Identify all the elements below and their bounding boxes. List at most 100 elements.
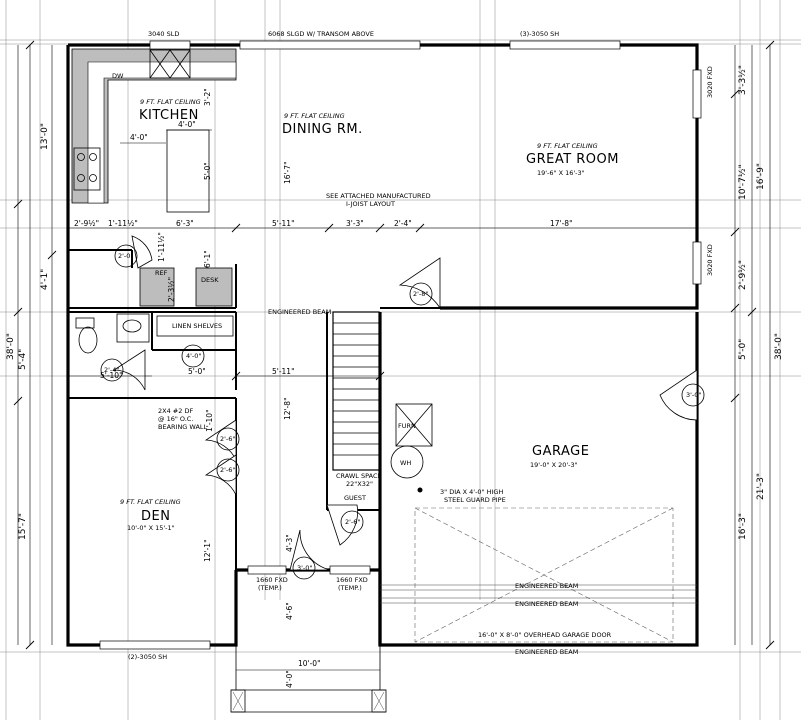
dining-ceiling-note: 9 FT. FLAT CEILING bbox=[284, 112, 345, 120]
great-room-size: 19'-6" X 16'-3" bbox=[537, 169, 585, 177]
dim-k-4-0a: 4'-0" bbox=[130, 133, 148, 142]
dim-right-5-0: 5'-0" bbox=[738, 339, 748, 360]
bearing-wall-note-3: BEARING WALL bbox=[158, 423, 208, 431]
door-2-8-label: 2'-8" bbox=[413, 290, 428, 298]
stair-treads bbox=[333, 322, 379, 456]
window-3050-top-label: (3)-3050 SH bbox=[520, 30, 559, 38]
desk-label: DESK bbox=[201, 276, 219, 284]
window-1660-left-temp: (TEMP.) bbox=[258, 584, 282, 592]
dim-right-16-9: 16'-9" bbox=[756, 163, 766, 190]
dim-left-5-4: 5'-4" bbox=[18, 349, 28, 370]
guard-pipe-note-2: STEEL GUARD PIPE bbox=[444, 496, 506, 504]
window-1660-right-label: 1660 FXD bbox=[336, 576, 368, 584]
crawl-space-label: CRAWL SPACE bbox=[336, 472, 382, 480]
joist-note-2: I-JOIST LAYOUT bbox=[346, 200, 395, 208]
dim-h-4-0: 4'-0" bbox=[285, 670, 294, 688]
engineered-beam-2: ENGINEERED BEAM bbox=[515, 582, 578, 590]
dim-h-4-3: 4'-3" bbox=[285, 534, 294, 552]
dim-left-38-0: 38'-0" bbox=[6, 333, 16, 360]
window-3020-bottom-label: 3020 FXD bbox=[706, 244, 714, 276]
ref-label: REF bbox=[155, 269, 168, 277]
window-3040-label: 3040 SLD bbox=[148, 30, 179, 38]
dim-right-38-0: 38'-0" bbox=[774, 333, 784, 360]
linen-shelves-label: LINEN SHELVES bbox=[172, 322, 222, 330]
wall-windows bbox=[99, 40, 702, 650]
dim-k-1-11b: 1'-11½" bbox=[157, 232, 166, 262]
window-1660-left-label: 1660 FXD bbox=[256, 576, 288, 584]
dimension-lines bbox=[17, 45, 771, 671]
dim-k-6-3: 6'-3" bbox=[176, 219, 194, 228]
dim-h-5-0: 5'-0" bbox=[188, 367, 206, 376]
window-6068-label: 6068 SLGD W/ TRANSOM ABOVE bbox=[268, 30, 374, 38]
dim-k-6-1: 6'-1" bbox=[203, 250, 212, 268]
door-den-1-label: 2'-6" bbox=[220, 435, 235, 443]
dim-right-3-3: 3'-3½" bbox=[738, 65, 748, 95]
water-heater-label: WH bbox=[400, 459, 411, 467]
bathroom-fixtures bbox=[75, 313, 234, 354]
door-entry-label: 3'-0" bbox=[297, 564, 312, 572]
great-room-ceiling-note: 9 FT. FLAT CEILING bbox=[537, 142, 598, 150]
interior-walls bbox=[68, 249, 440, 570]
dim-h-17-8: 17'-8" bbox=[550, 219, 573, 228]
dim-right-10-7: 10'-7½" bbox=[738, 164, 748, 200]
doors bbox=[100, 235, 705, 580]
den-label: DEN bbox=[141, 509, 170, 524]
dimension-ticks bbox=[13, 40, 775, 650]
guard-pipe-note-1: 3" DIA X 4'-0" HIGH bbox=[440, 488, 503, 496]
joist-note-1: SEE ATTACHED MANUFACTURED bbox=[326, 192, 431, 200]
front-porch bbox=[230, 645, 387, 713]
door-guest-label: 2'-6" bbox=[345, 518, 360, 526]
dining-label: DINING RM. bbox=[282, 122, 363, 137]
door-garage-label: 3'-0" bbox=[686, 391, 701, 399]
dim-left-13-0: 13'-0" bbox=[40, 123, 50, 150]
dim-h-5-11a: 5'-11" bbox=[272, 219, 295, 228]
dim-left-15-7: 15'-7" bbox=[18, 513, 28, 540]
dim-h-12-8: 12'-8" bbox=[283, 397, 292, 420]
dw-label: DW bbox=[112, 72, 124, 80]
garage-equipment bbox=[380, 403, 697, 643]
engineered-beam-4: ENGINEERED BEAM bbox=[515, 648, 578, 656]
dim-h-1-10: 1'-10" bbox=[205, 409, 214, 432]
engineered-beam-3: ENGINEERED BEAM bbox=[515, 600, 578, 608]
window-3020-top-label: 3020 FXD bbox=[706, 66, 714, 98]
dim-right-16-3: 16'-3" bbox=[738, 513, 748, 540]
den-ceiling-note: 9 FT. FLAT CEILING bbox=[120, 498, 181, 506]
dim-right-2-9: 2'-9½" bbox=[738, 260, 748, 290]
dim-k-4-0b: 4'-0" bbox=[178, 120, 196, 129]
dim-h-3-3: 3'-3" bbox=[346, 219, 364, 228]
stairs bbox=[332, 311, 380, 471]
dim-h-12-1: 12'-1" bbox=[203, 539, 212, 562]
dim-h-4-6: 4'-6" bbox=[285, 602, 294, 620]
door-kitchen-label: 2'-0" bbox=[118, 252, 133, 260]
window-3050-bottom-label: (2)-3050 SH bbox=[128, 653, 167, 661]
exterior-walls bbox=[66, 43, 699, 647]
dim-k-1-11: 1'-11½" bbox=[108, 219, 138, 228]
garage-label: GARAGE bbox=[532, 444, 589, 459]
engineered-beam-1: ENGINEERED BEAM bbox=[268, 308, 331, 316]
dim-k-2-9: 2'-9½" bbox=[74, 219, 99, 228]
window-1660-right-temp: (TEMP.) bbox=[338, 584, 362, 592]
dim-left-4-1: 4'-1" bbox=[40, 269, 50, 290]
garage-size: 19'-0" X 20'-3" bbox=[530, 461, 578, 469]
kitchen-counters bbox=[71, 48, 237, 307]
dim-h-10-0: 10'-0" bbox=[298, 659, 321, 668]
furnace-label: FURN bbox=[398, 422, 416, 430]
dim-k-3-2: 3'-2" bbox=[203, 88, 212, 106]
dim-h-5-10: 5'-10" bbox=[100, 371, 123, 380]
kitchen-ceiling-note: 9 FT. FLAT CEILING bbox=[140, 98, 201, 106]
door-hall-label: 4'-0" bbox=[186, 352, 201, 360]
door-den-2-label: 2'-6" bbox=[220, 466, 235, 474]
dim-d-16-7: 16'-7" bbox=[283, 161, 292, 184]
garage-door-note: 16'-0" X 8'-0" OVERHEAD GARAGE DOOR bbox=[478, 631, 612, 639]
guest-label: GUEST bbox=[344, 494, 366, 502]
dim-h-2-4: 2'-4" bbox=[394, 219, 412, 228]
kitchen-label: KITCHEN bbox=[139, 108, 199, 123]
dim-k-2-3: 2'-3½" bbox=[167, 277, 176, 302]
great-room-label: GREAT ROOM bbox=[526, 152, 619, 167]
dim-h-5-11b: 5'-11" bbox=[272, 367, 295, 376]
bearing-wall-note-1: 2X4 #2 DF bbox=[158, 407, 193, 415]
dim-right-21-3: 21'-3" bbox=[756, 473, 766, 500]
crawl-space-size: 22"X32" bbox=[346, 480, 373, 488]
